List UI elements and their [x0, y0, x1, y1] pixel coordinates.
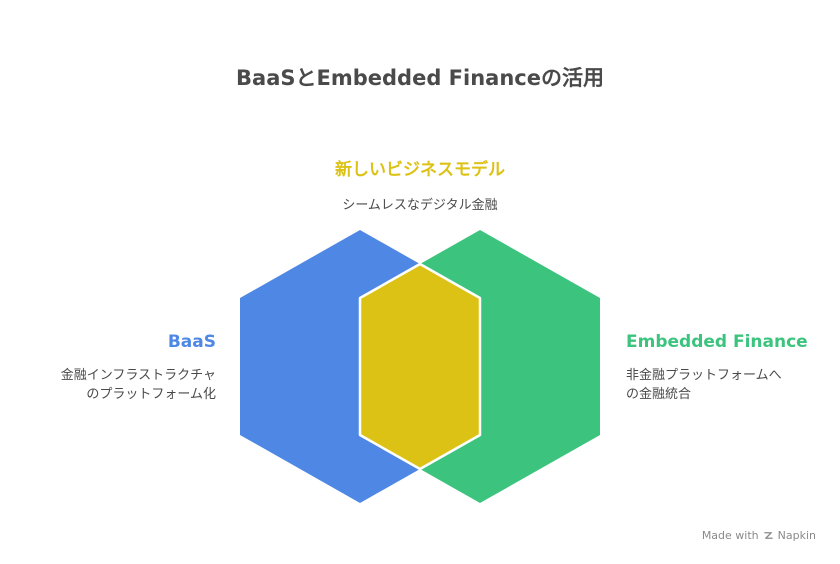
overlap-description: シームレスなデジタル金融 — [342, 198, 498, 213]
napkin-brand-text: Napkin — [777, 529, 816, 542]
baas-description-line1: 金融インフラストラクチャ — [60, 368, 216, 383]
baas-title: BaaS — [167, 332, 216, 352]
made-with-text: Made with — [701, 529, 759, 542]
page-title: BaaSとEmbedded Financeの活用 — [236, 66, 604, 90]
embedded-finance-description-line1: 非金融プラットフォームへ — [626, 368, 782, 383]
embedded-finance-title: Embedded Finance — [626, 332, 808, 352]
baas-description: 金融インフラストラクチャ のプラットフォーム化 — [61, 366, 216, 404]
napkin-logo-icon — [763, 532, 773, 539]
embedded-finance-description: 非金融プラットフォームへ の金融統合 — [626, 366, 808, 404]
napkin-watermark[interactable]: Made with Napkin — [702, 529, 816, 542]
overlap-hexagon — [358, 262, 482, 471]
embedded-finance-label: Embedded Finance 非金融プラットフォームへ の金融統合 — [626, 332, 808, 404]
embedded-finance-description-line2: の金融統合 — [626, 387, 692, 402]
baas-description-line2: のプラットフォーム化 — [86, 387, 216, 402]
overlap-label: 新しいビジネスモデル シームレスなデジタル金融 — [0, 155, 840, 215]
overlap-title: 新しいビジネスモデル — [335, 160, 505, 180]
baas-label: BaaS 金融インフラストラクチャ のプラットフォーム化 — [61, 332, 216, 404]
